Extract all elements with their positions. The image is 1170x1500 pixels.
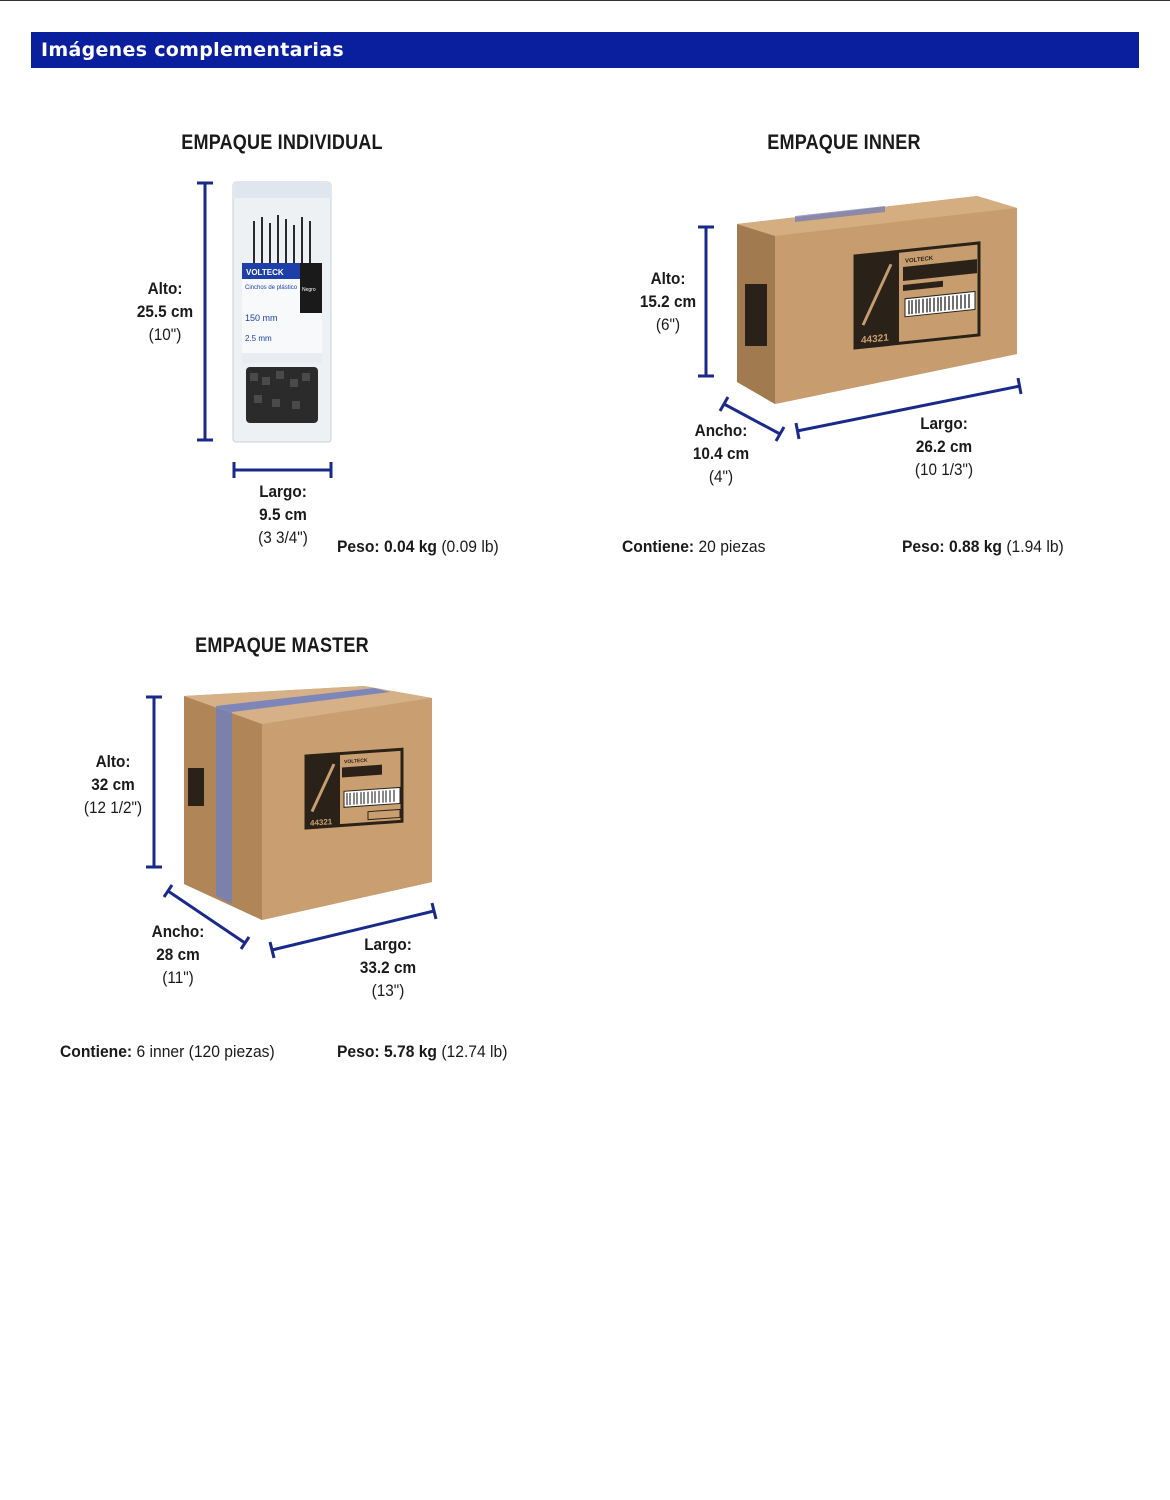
individual-largo-label: Largo: 9.5 cm (3 3/4")	[258, 482, 308, 547]
master-ancho-label: Ancho: 28 cm (11")	[151, 922, 205, 987]
inner-box-brand: VOLTECK	[905, 256, 934, 265]
master-largo-label: Largo: 33.2 cm (13")	[359, 935, 417, 1000]
individual-alto-label: Alto: 25.5 cm (10")	[136, 279, 194, 344]
master-contiene: Contiene: 6 inner (120 piezas)	[60, 1042, 275, 1061]
title-empaque-inner: EMPAQUE INNER	[767, 131, 921, 154]
title-empaque-master: EMPAQUE MASTER	[195, 634, 369, 657]
individual-bag-image: VOLTECK Cinchos de plástico 150 mm 2.5 m…	[232, 181, 332, 443]
master-peso: Peso: 5.78 kg (12.74 lb)	[337, 1042, 508, 1061]
section-header: Imágenes complementarias	[31, 32, 1139, 68]
master-ancho-line	[167, 889, 246, 945]
inner-contiene: Contiene: 20 piezas	[622, 537, 766, 556]
individual-peso: Peso: 0.04 kg (0.09 lb)	[337, 537, 499, 556]
inner-box-code: 44321	[861, 332, 889, 346]
inner-box-image: 44321 VOLTECK	[737, 196, 1017, 404]
master-box-brand: VOLTECK	[344, 758, 368, 766]
master-alto-label: Alto: 32 cm (12 1/2")	[83, 752, 143, 817]
inner-ancho-label: Ancho: 10.4 cm (4")	[692, 421, 750, 486]
inner-largo-label: Largo: 26.2 cm (10 1/3")	[914, 414, 974, 479]
bag-color: Negro	[302, 287, 316, 293]
title-empaque-individual: EMPAQUE INDIVIDUAL	[181, 131, 383, 154]
inner-largo-line	[796, 384, 1021, 433]
bag-brand: VOLTECK	[246, 268, 284, 277]
bag-width: 2.5 mm	[245, 334, 272, 343]
master-largo-line	[271, 909, 435, 952]
master-box-image: 44321 VOLTECK	[184, 686, 432, 920]
inner-alto-label: Alto: 15.2 cm (6")	[639, 269, 697, 334]
bag-size: 150 mm	[245, 313, 278, 323]
top-rule	[0, 0, 1170, 1]
inner-ancho-line	[723, 402, 781, 436]
master-box-code: 44321	[310, 817, 333, 828]
inner-peso: Peso: 0.88 kg (1.94 lb)	[902, 537, 1064, 556]
bag-product: Cinchos de plástico	[245, 285, 298, 291]
